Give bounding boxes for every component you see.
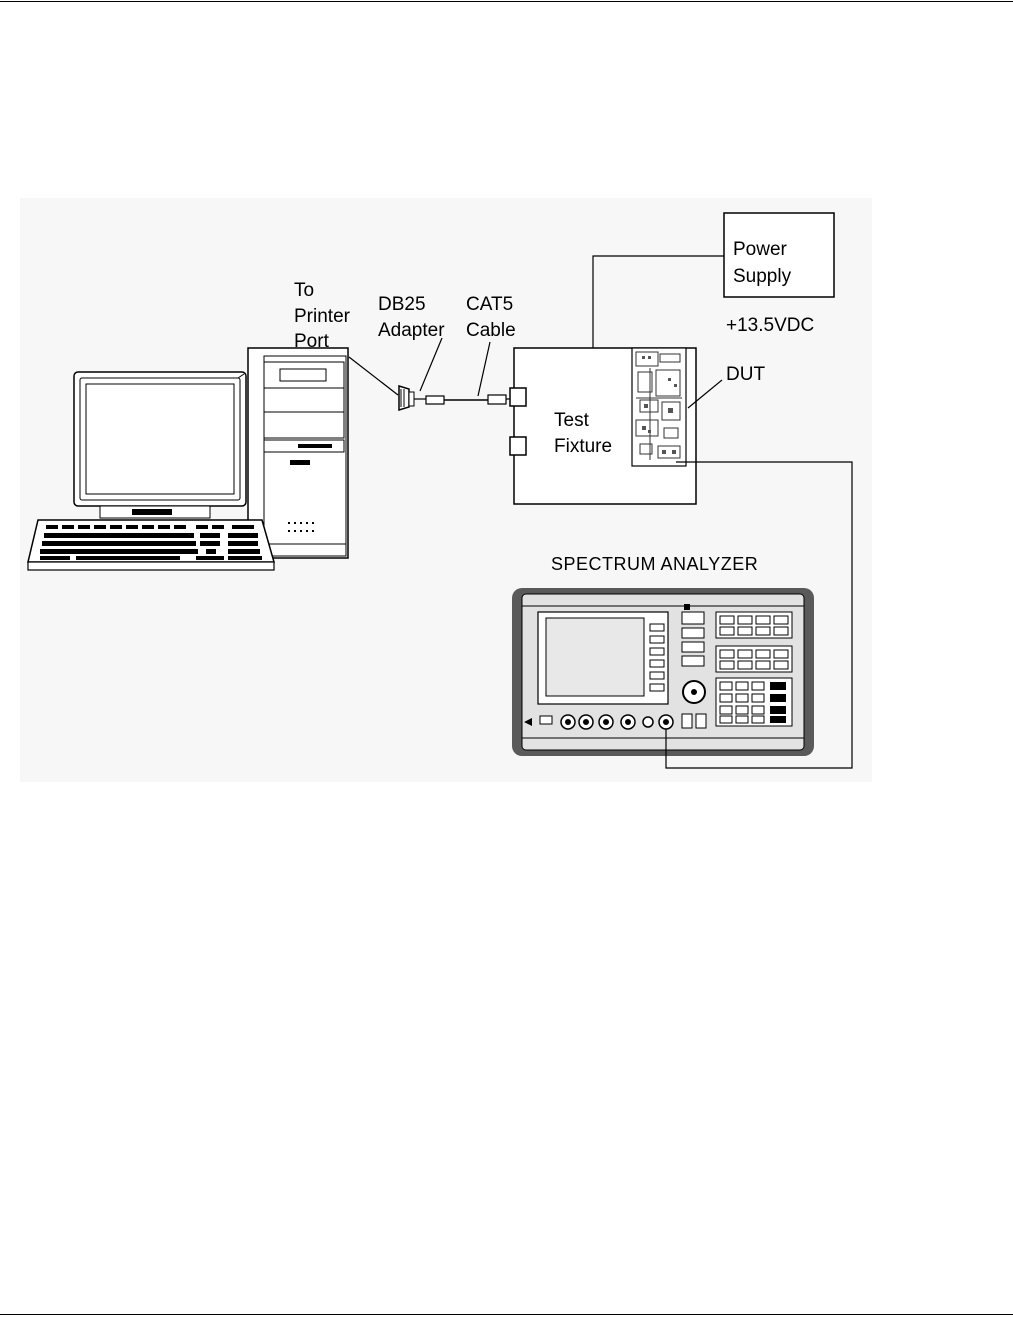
cat5-cable-label-line1: CAT5 <box>466 294 513 315</box>
spectrum-analyzer-title: SPECTRUM ANALYZER <box>551 554 758 574</box>
fixture-port-top <box>510 388 526 406</box>
to-printer-port-label-line3: Port <box>294 331 330 352</box>
cat5-cable-label-line2: Cable <box>466 320 516 341</box>
test-fixture-label-line1: Test <box>554 410 590 431</box>
power-supply-label-line1: Power <box>733 239 788 260</box>
db25-adapter-label-line1: DB25 <box>378 294 426 315</box>
voltage-label: +13.5VDC <box>726 315 814 336</box>
to-printer-port-label-line1: To <box>294 280 314 301</box>
keyboard <box>28 520 274 570</box>
power-supply-label-line2: Supply <box>733 266 792 287</box>
fixture-port-bottom <box>510 437 526 455</box>
test-fixture-label-line2: Fixture <box>554 436 612 457</box>
dut-label: DUT <box>726 364 765 385</box>
computer-icon <box>28 348 348 570</box>
to-printer-port-label-line2: Printer <box>294 306 351 327</box>
db25-adapter-label-line2: Adapter <box>378 320 445 341</box>
monitor <box>74 372 246 518</box>
spectrum-analyzer-icon <box>512 588 814 756</box>
dut-board <box>632 348 686 466</box>
